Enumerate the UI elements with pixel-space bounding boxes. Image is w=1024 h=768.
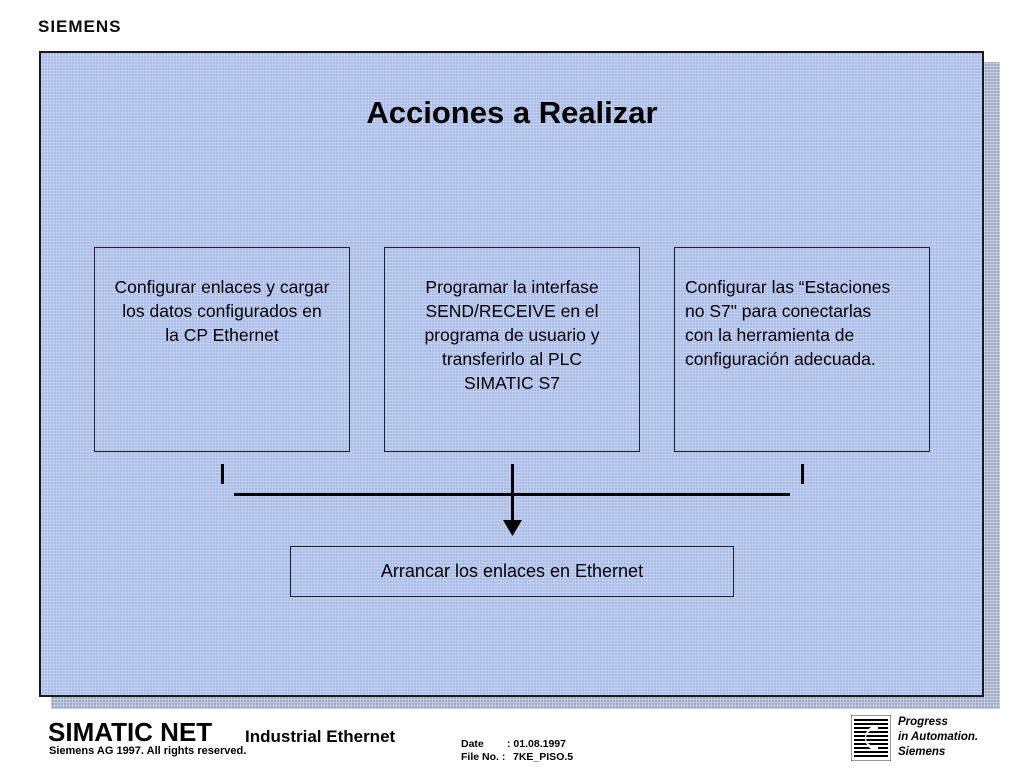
siemens-brand: SIEMENS <box>38 17 122 36</box>
product-name: SIMATIC NET <box>48 717 213 747</box>
box-line: SEND/RECEIVE en el <box>425 301 599 321</box>
tagline-line: Progress <box>898 716 948 728</box>
box-line: Programar la interfase <box>425 277 599 297</box>
file-row: File No. : 7KE_PISO.5 <box>461 751 573 763</box>
connector-horizontal <box>234 493 790 496</box>
box-line: con la herramienta de <box>685 325 855 345</box>
slide-panel <box>39 51 984 697</box>
date-row: Date : 01.08.1997 <box>461 738 566 750</box>
tagline-line: Siemens <box>898 746 946 758</box>
file-label: File No. : <box>461 751 506 763</box>
copyright: Siemens AG 1997. All rights reserved. <box>49 745 247 757</box>
date-value: : 01.08.1997 <box>507 738 566 750</box>
result-box: Arrancar los enlaces en Ethernet <box>290 546 734 597</box>
box-line: los datos configurados en <box>122 301 322 321</box>
box-line: SIMATIC S7 <box>464 373 560 393</box>
connector-right <box>801 464 804 484</box>
product-subtitle: Industrial Ethernet <box>245 727 396 746</box>
box-line: Configurar enlaces y cargar <box>114 277 330 297</box>
action-box-stations: Configurar las “Estaciones no S7" para c… <box>674 247 930 452</box>
box-line: configuración adecuada. <box>685 349 876 369</box>
date-label: Date <box>461 738 484 750</box>
connector-left <box>221 464 224 484</box>
box-line: no S7" para conectarlas <box>685 301 872 321</box>
box-line: la CP Ethernet <box>165 325 279 345</box>
tagline-line: in Automation. <box>898 731 979 743</box>
box-line: transferirlo al PLC <box>441 349 583 369</box>
action-box-configure: Configurar enlaces y cargar los datos co… <box>94 247 350 452</box>
siemens-progress-logo-icon <box>851 715 891 761</box>
box-line: programa de usuario y <box>424 325 600 345</box>
box-line: Configurar las “Estaciones <box>685 277 891 297</box>
action-box-program: Programar la interfase SEND/RECEIVE en e… <box>384 247 640 452</box>
file-value: 7KE_PISO.5 <box>513 751 574 763</box>
arrow-down-icon <box>503 520 522 536</box>
slide-title: Acciones a Realizar <box>366 95 658 130</box>
